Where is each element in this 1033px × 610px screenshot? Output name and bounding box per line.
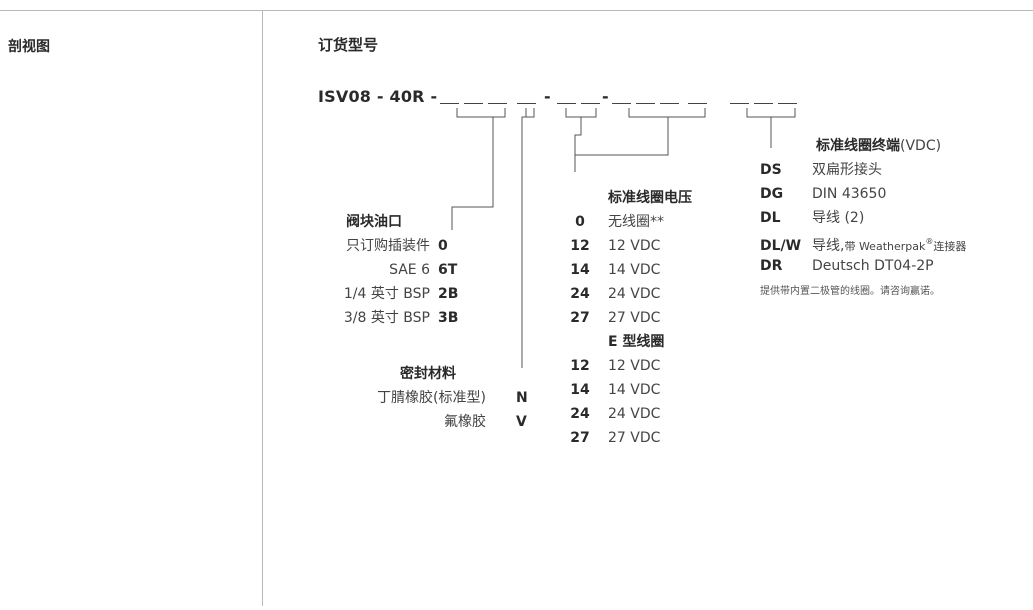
- voltage-row: 14 14 VDC: [560, 258, 730, 282]
- model-prefix: ISV08 - 40R -: [318, 87, 438, 106]
- ecoil-code: 14: [570, 382, 590, 398]
- terminal-row: DR Deutsch DT04-2P: [760, 254, 1030, 278]
- voltage-heading: 标准线圈电压: [608, 190, 692, 206]
- terminal-code: DL/W: [760, 237, 802, 254]
- terminal-label-small: 带 Weatherpak: [844, 239, 926, 253]
- voltage-code: 27: [570, 310, 590, 326]
- blank-port-3: [488, 103, 507, 105]
- port-row: 3/8 英寸 BSP 3B: [300, 306, 478, 330]
- voltage-row: 0 无线圈**: [560, 210, 730, 234]
- registered-mark: ®: [925, 237, 934, 246]
- blank-port-1: [440, 103, 459, 105]
- seal-code: N: [516, 390, 528, 406]
- blank-voltage-1: [557, 103, 576, 105]
- terminal-heading-row: 标准线圈终端 (VDC): [760, 134, 1030, 158]
- blank-voltage-6: [688, 103, 707, 105]
- terminal-row: DS 双扁形接头: [760, 158, 1030, 182]
- voltage-code: 24: [570, 286, 590, 302]
- port-block: 阀块油口 只订购插装件 0 SAE 6 6T 1/4 英寸 BSP 2B 3/8 英寸…: [300, 210, 478, 330]
- voltage-code: 12: [570, 238, 590, 254]
- blank-port-2: [464, 103, 483, 105]
- blank-seal: [517, 103, 536, 105]
- blank-voltage-2: [581, 103, 600, 105]
- terminal-note: 提供带内置二极管的线圈。请咨询赢诺。: [760, 286, 940, 297]
- port-label: 只订购插装件: [346, 238, 430, 254]
- port-label: 3/8 英寸 BSP: [343, 310, 430, 326]
- terminal-code: DG: [760, 186, 784, 202]
- port-code: 3B: [438, 310, 459, 326]
- voltage-row: 27 27 VDC: [560, 306, 730, 330]
- port-code: 0: [438, 238, 448, 254]
- terminal-heading-unit: (VDC): [900, 138, 942, 154]
- terminal-label: 导线,: [812, 237, 845, 254]
- port-code: 2B: [438, 286, 459, 302]
- model-separator-2: -: [602, 87, 609, 106]
- terminal-label-small-2: 连接器: [933, 239, 967, 253]
- blank-voltage-3: [612, 103, 631, 105]
- terminal-row: DL 导线 (2): [760, 206, 1030, 230]
- port-row: 只订购插装件 0: [300, 234, 478, 258]
- blank-term-3: [778, 103, 797, 105]
- port-label: SAE 6: [389, 262, 430, 278]
- seal-code: V: [516, 414, 527, 430]
- terminal-heading: 标准线圈终端: [816, 138, 900, 154]
- section-label: 剖视图: [8, 39, 50, 55]
- voltage-code: 0: [575, 214, 585, 230]
- port-row: SAE 6 6T: [300, 258, 478, 282]
- ecoil-code: 27: [570, 430, 590, 446]
- blank-voltage-5: [660, 103, 679, 105]
- column-divider: [262, 10, 263, 606]
- terminal-label: 导线 (2): [812, 210, 865, 226]
- ecoil-label: 12 VDC: [608, 358, 661, 374]
- voltage-label: 无线圈**: [608, 214, 664, 230]
- ecoil-label: 24 VDC: [608, 406, 661, 422]
- voltage-code: 14: [570, 262, 590, 278]
- ecoil-heading: E 型线圈: [608, 334, 665, 350]
- port-code: 6T: [438, 262, 458, 278]
- voltage-label: 12 VDC: [608, 238, 661, 254]
- port-heading: 阀块油口: [346, 214, 402, 230]
- ecoil-label: 27 VDC: [608, 430, 661, 446]
- port-row: 1/4 英寸 BSP 2B: [300, 282, 478, 306]
- page-title: 订货型号: [318, 36, 379, 54]
- terminal-row: DL/W 导线, 带 Weatherpak® 连接器: [760, 230, 1030, 254]
- ecoil-code: 12: [570, 358, 590, 374]
- port-label: 1/4 英寸 BSP: [343, 286, 430, 302]
- seal-row: 氟橡胶 V: [330, 410, 540, 434]
- terminal-block: 标准线圈终端 (VDC) DS 双扁形接头 DG DIN 43650 DL 导线 (2…: [760, 134, 1030, 304]
- seal-block: 密封材料 丁腈橡胶(标准型) N 氟橡胶 V: [330, 362, 540, 434]
- blank-term-2: [754, 103, 773, 105]
- ecoil-code: 24: [570, 406, 590, 422]
- blank-voltage-4: [636, 103, 655, 105]
- voltage-label: 24 VDC: [608, 286, 661, 302]
- model-separator-1: -: [544, 87, 551, 106]
- voltage-row: 24 24 VDC: [560, 282, 730, 306]
- terminal-row: DG DIN 43650: [760, 182, 1030, 206]
- seal-row: 丁腈橡胶(标准型) N: [330, 386, 540, 410]
- voltage-label: 27 VDC: [608, 310, 661, 326]
- ecoil-row: 24 24 VDC: [560, 402, 730, 426]
- voltage-row: 12 12 VDC: [560, 234, 730, 258]
- ecoil-row: 14 14 VDC: [560, 378, 730, 402]
- voltage-label: 14 VDC: [608, 262, 661, 278]
- ecoil-row: 27 27 VDC: [560, 426, 730, 450]
- seal-label: 丁腈橡胶(标准型): [377, 390, 486, 406]
- top-divider: [0, 10, 1033, 11]
- terminal-label: 双扁形接头: [812, 162, 882, 178]
- terminal-code: DS: [760, 162, 782, 178]
- terminal-label: DIN 43650: [812, 186, 887, 202]
- voltage-block: 标准线圈电压 0 无线圈** 12 12 VDC 14 14 VDC 24 24 VDC…: [560, 186, 730, 450]
- terminal-label: Deutsch DT04-2P: [812, 258, 934, 274]
- seal-heading: 密封材料: [400, 366, 456, 382]
- terminal-code: DR: [760, 258, 783, 274]
- blank-term-1: [730, 103, 749, 105]
- seal-label: 氟橡胶: [444, 414, 486, 430]
- terminal-code: DL: [760, 210, 781, 226]
- ecoil-row: 12 12 VDC: [560, 354, 730, 378]
- ecoil-label: 14 VDC: [608, 382, 661, 398]
